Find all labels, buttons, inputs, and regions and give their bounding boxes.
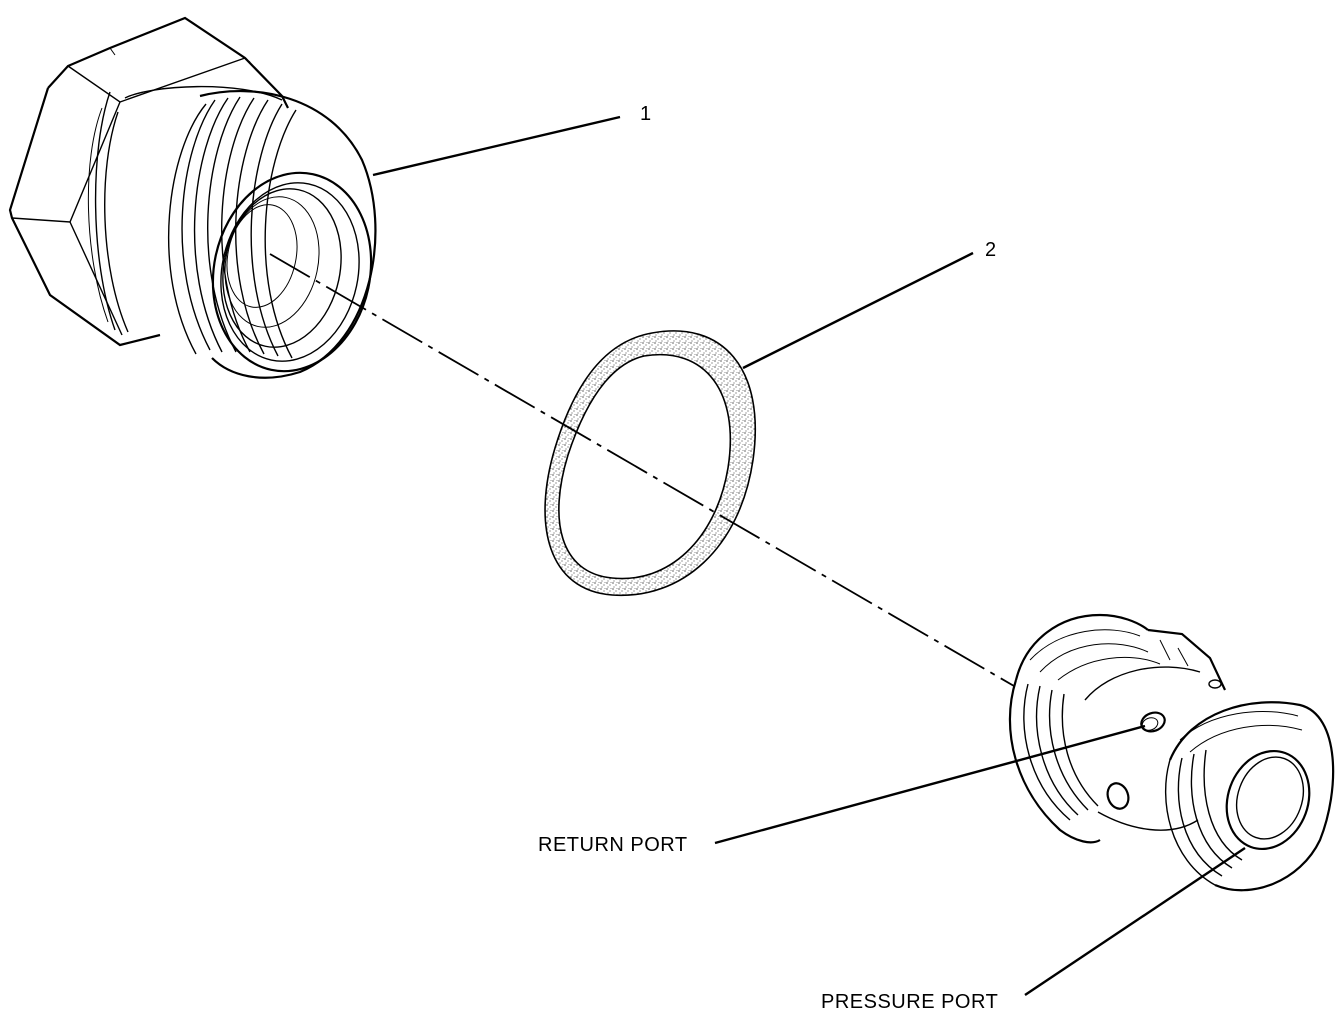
leader-line-2	[742, 251, 974, 370]
callout-2: 2	[985, 239, 996, 261]
assembly-center-line	[269, 253, 1015, 687]
leader-line-1	[372, 115, 621, 177]
leader-line-pressure-port	[1024, 847, 1246, 996]
valve-cartridge	[1008, 613, 1335, 892]
callout-1: 1	[640, 103, 651, 125]
part-2-seal-ring	[544, 330, 757, 597]
leader-line-return-port	[714, 724, 1146, 845]
part-1-fitting-nut	[8, 16, 377, 379]
pressure-port-label: PRESSURE PORT	[821, 991, 998, 1013]
return-port-label: RETURN PORT	[538, 834, 688, 856]
